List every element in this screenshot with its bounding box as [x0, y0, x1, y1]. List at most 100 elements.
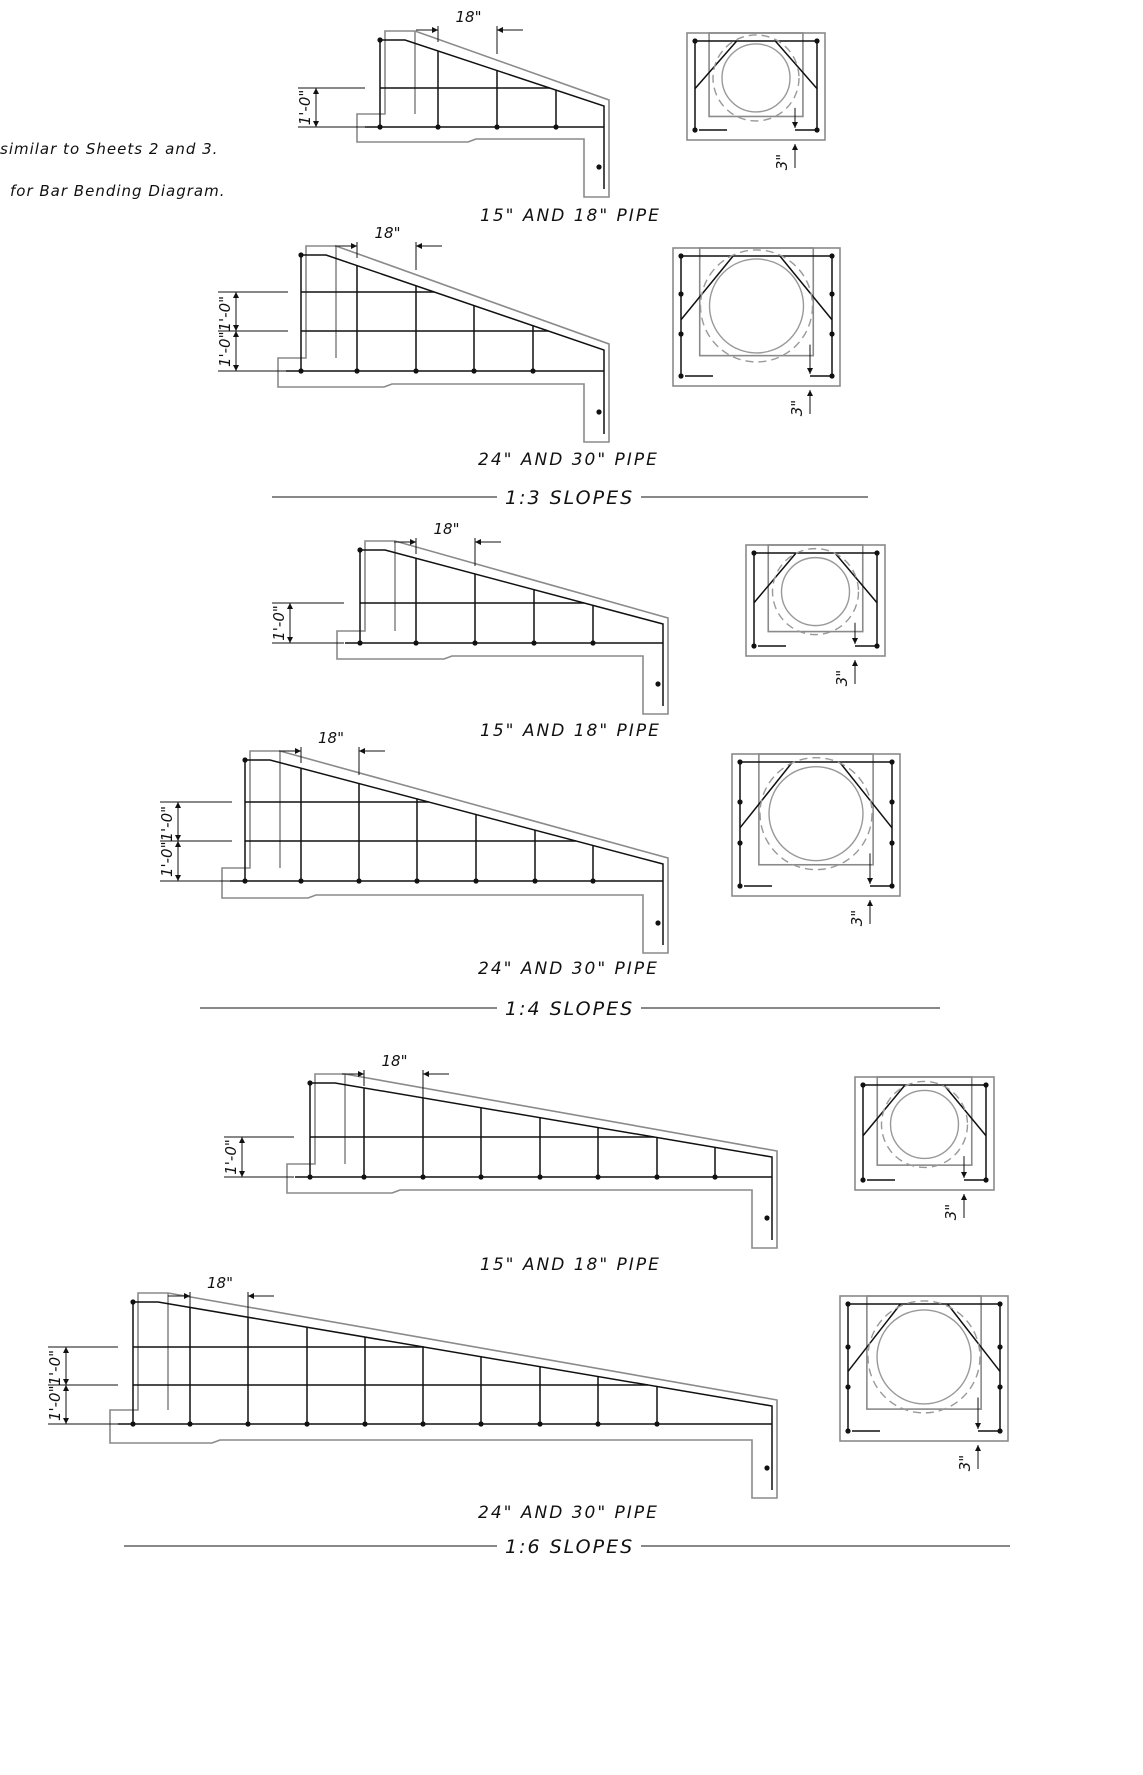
dim-arrow — [233, 325, 239, 331]
bar-dot — [997, 1428, 1003, 1434]
dim-arrow — [867, 878, 873, 884]
bar-dot — [413, 368, 419, 374]
bar-dot — [712, 1174, 718, 1180]
bar-dot — [655, 681, 661, 687]
bar-dot — [596, 409, 602, 415]
rise-dimension: 1'-0"1'-0" — [216, 296, 234, 367]
section-outline — [686, 32, 826, 141]
bar-dot — [654, 1421, 660, 1427]
dim-arrow — [351, 243, 357, 249]
bar-dot — [472, 640, 478, 646]
bar-dot — [829, 253, 835, 259]
bar-dot — [845, 1384, 851, 1390]
dim-arrow — [792, 122, 798, 128]
bar-dot — [298, 252, 304, 258]
dim-arrow — [313, 121, 319, 127]
section-outline — [672, 247, 841, 387]
bar-dot — [435, 124, 441, 130]
pipe-circle — [889, 1089, 960, 1160]
bar-dot — [537, 1421, 543, 1427]
dim-arrow — [287, 603, 293, 609]
pipe-dashed-outline — [771, 547, 860, 636]
spacing-dimension: 18" — [207, 1274, 233, 1292]
dim-arrow — [975, 1445, 981, 1451]
headwall-reinforcing-drawing: similar to Sheets 2 and 3. for Bar Bendi… — [0, 8, 1010, 1558]
concrete-outline — [109, 1292, 778, 1499]
bar-dot — [692, 38, 698, 44]
dim-arrow — [359, 748, 365, 754]
bar-dot — [590, 878, 596, 884]
dim-arrow — [416, 243, 422, 249]
rise-dimension: 1'-0" — [296, 90, 314, 126]
elevation-1-3-large: 18"1'-0"1'-0" — [216, 224, 610, 443]
bar-dot — [478, 1174, 484, 1180]
dim-arrow — [852, 660, 858, 666]
diagonal-bar — [946, 1303, 1001, 1372]
bar-dot — [357, 640, 363, 646]
section-1-3-small: 3" — [686, 32, 826, 170]
pipe-dashed-outline — [880, 1080, 969, 1169]
heading-1-3-slopes: 1:3 SLOPES — [505, 487, 634, 509]
dim-arrow — [63, 1347, 69, 1353]
rise-dimension: 1'-0" — [222, 1139, 240, 1175]
bar-dot — [845, 1344, 851, 1350]
bar-dot — [590, 640, 596, 646]
caption-1-4-large: 24" AND 30" PIPE — [478, 959, 659, 979]
pipe-dashed-outline — [712, 34, 800, 122]
diagonal-bar — [739, 761, 794, 829]
dim-arrow — [475, 539, 481, 545]
pipe-circle — [721, 43, 791, 113]
slope-bar — [244, 759, 664, 945]
section-1-3-large: 3" — [672, 247, 841, 416]
bar-dot — [420, 1421, 426, 1427]
elevation-1-4-small: 18"1'-0" — [270, 520, 669, 715]
bar-dot — [357, 547, 363, 553]
cover-dimension: 3" — [848, 910, 866, 926]
dim-arrow — [233, 292, 239, 298]
slope-bar — [379, 39, 605, 189]
dim-arrow — [63, 1379, 69, 1385]
dim-arrow — [792, 144, 798, 150]
section-1-4-small: 3" — [745, 544, 886, 686]
rise-dimension: 1'-0"1'-0" — [158, 806, 176, 877]
bar-dot — [414, 878, 420, 884]
bar-dot — [130, 1421, 136, 1427]
concrete-outline — [221, 750, 669, 954]
dim-arrow — [184, 1293, 190, 1299]
cover-dimension: 3" — [956, 1455, 974, 1471]
caption-1-6-large: 24" AND 30" PIPE — [478, 1503, 659, 1523]
bar-dot — [889, 840, 895, 846]
rise-dimension: 1'-0" — [270, 605, 288, 641]
section-views: 3"3"3"3"3"3" — [672, 32, 1009, 1471]
bar-dot — [245, 1421, 251, 1427]
dim-arrow — [63, 1418, 69, 1424]
heading-1-6-slopes: 1:6 SLOPES — [505, 1536, 634, 1558]
section-bar — [739, 761, 893, 887]
bar-dot — [553, 124, 559, 130]
wingwall-inner — [866, 1295, 982, 1410]
bar-dot — [595, 1421, 601, 1427]
bar-dot — [242, 878, 248, 884]
dim-arrow — [961, 1172, 967, 1178]
section-outline — [731, 753, 901, 897]
dim-arrow — [358, 1071, 364, 1077]
bar-dot — [307, 1174, 313, 1180]
dim-arrow — [961, 1194, 967, 1200]
pipe-circle — [876, 1309, 972, 1405]
note-line-2: for Bar Bending Diagram. — [10, 182, 226, 200]
dim-arrow — [975, 1423, 981, 1429]
slope-bar — [300, 254, 605, 434]
bar-dot — [983, 1082, 989, 1088]
bar-dot — [845, 1428, 851, 1434]
bar-dot — [413, 640, 419, 646]
dim-arrow — [807, 390, 813, 396]
elevation-views: 18"1'-0"18"1'-0"1'-0"18"1'-0"18"1'-0"1'-… — [46, 8, 778, 1499]
diagonal-bar — [834, 552, 878, 604]
elevation-1-4-large: 18" 1'-0"1'-0" — [158, 729, 669, 954]
bar-dot — [420, 1174, 426, 1180]
section-bar — [847, 1303, 1001, 1432]
bar-dot — [751, 550, 757, 556]
spacing-dimension: 18" — [318, 729, 344, 747]
bar-dot — [298, 368, 304, 374]
dim-arrow — [410, 539, 416, 545]
